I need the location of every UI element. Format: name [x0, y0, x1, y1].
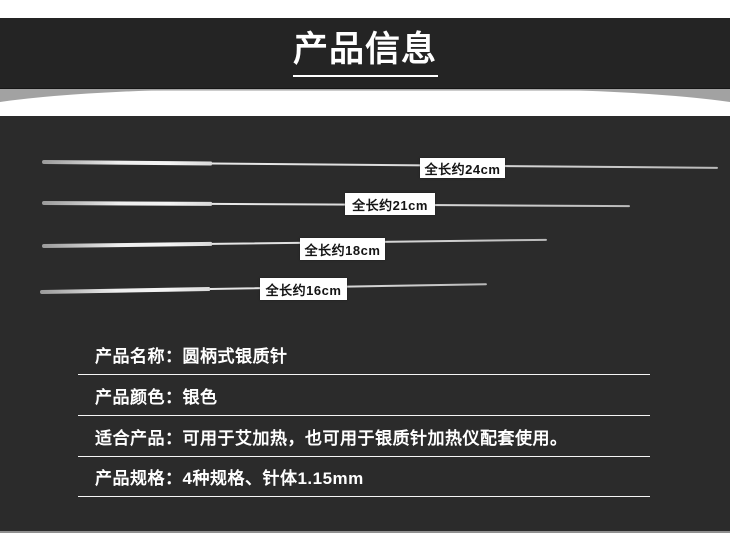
spec-text: 产品规格：4种规格、针体1.15mm — [95, 469, 364, 488]
needle-18cm — [41, 238, 547, 248]
spec-row-compatibility: 适合产品：可用于艾加热，也可用于银质针加热仪配套使用。 — [78, 416, 650, 457]
header-banner: 产品信息 — [0, 18, 730, 89]
needle-handle — [41, 242, 213, 248]
spec-row-color: 产品颜色：银色 — [78, 375, 650, 416]
needle-length-label: 全长约24cm — [420, 158, 505, 178]
needle-handle — [41, 160, 213, 166]
title-underline — [292, 74, 438, 77]
swoosh-divider — [0, 89, 730, 117]
content-panel: 全长约24cm 全长约21cm 全长约18cm 全长约16cm 产品名称：圆柄式… — [0, 116, 730, 533]
spec-text: 适合产品：可用于艾加热，也可用于银质针加热仪配套使用。 — [95, 428, 568, 448]
needle-length-label: 全长约16cm — [260, 278, 347, 300]
page-title: 产品信息 — [292, 29, 437, 69]
spec-text: 产品名称：圆柄式银质针 — [95, 346, 288, 366]
needle-length-label: 全长约21cm — [345, 193, 435, 215]
needle-shaft — [209, 283, 487, 291]
swoosh-graphic — [0, 89, 730, 102]
needle-24cm — [41, 160, 718, 170]
needle-handle — [41, 201, 213, 206]
spec-table: 产品名称：圆柄式银质针 产品颜色：银色 适合产品：可用于艾加热，也可用于银质针加… — [78, 334, 650, 497]
needle-handle — [39, 287, 211, 294]
spec-row-name: 产品名称：圆柄式银质针 — [78, 334, 650, 375]
spec-text: 产品颜色：银色 — [95, 387, 218, 407]
needle-length-label: 全长约18cm — [300, 238, 385, 260]
spec-row-specification: 产品规格：4种规格、针体1.15mm — [78, 457, 650, 497]
needle-21cm — [41, 201, 630, 208]
